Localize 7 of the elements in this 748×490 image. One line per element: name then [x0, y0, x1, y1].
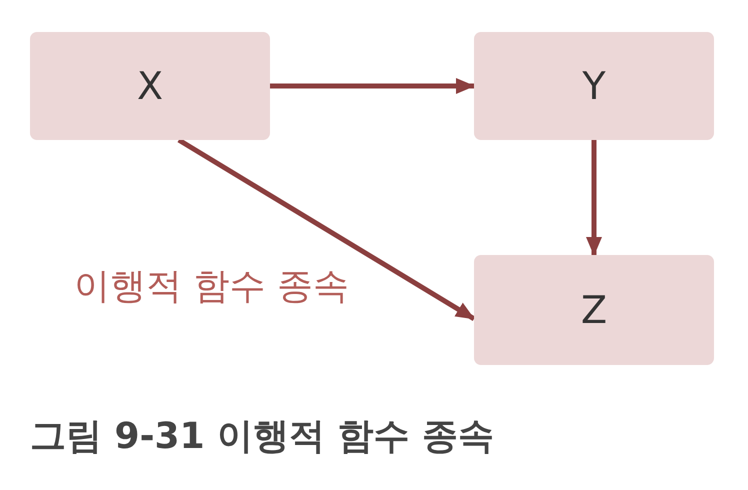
- arrow: [178, 138, 476, 321]
- arrow: [270, 78, 475, 94]
- process-box: Y: [474, 32, 714, 140]
- figure-caption: 그림 9-31 이행적 함수 종속: [30, 415, 494, 459]
- arrow: [586, 140, 602, 256]
- process-box: X: [30, 32, 270, 140]
- process-box: Z: [474, 255, 714, 365]
